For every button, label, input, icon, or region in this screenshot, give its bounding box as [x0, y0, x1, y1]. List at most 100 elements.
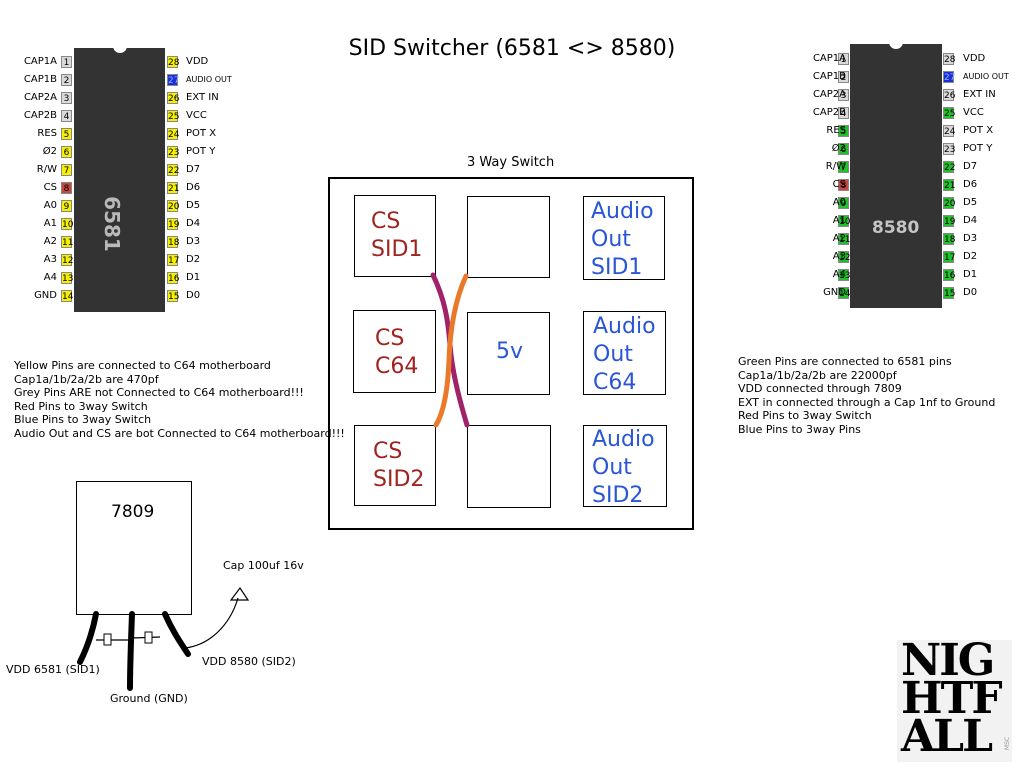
pin-17: 17	[943, 251, 956, 263]
chip-label: 8580	[872, 218, 920, 238]
pin-label: VCC	[186, 110, 207, 121]
pin-label: D5	[963, 197, 978, 208]
pin-label: D5	[186, 200, 201, 211]
pin-label: D4	[186, 218, 201, 229]
pin-24: 24	[943, 125, 956, 137]
pin-label: CAP1A	[23, 56, 57, 67]
pin-label: CAP2B	[812, 107, 846, 118]
pin-label: R/W	[825, 161, 846, 172]
pin-14: 14	[838, 287, 851, 299]
pin-28: 28	[943, 53, 956, 65]
pin-5: 5	[61, 128, 72, 140]
pin-label: D1	[963, 269, 978, 280]
switch-cell-audio-c64: Audio Out C64	[583, 311, 666, 395]
logo-tag: MSC	[1004, 736, 1012, 751]
wire-orange	[433, 273, 469, 428]
pin-18: 18	[943, 233, 956, 245]
notes-left: Yellow Pins are connected to C64 motherb…	[14, 359, 345, 440]
pin-13: 13	[838, 269, 851, 281]
note-line: Blue Pins to 3way Pins	[738, 422, 861, 436]
pin-label: A3	[43, 254, 57, 265]
pin-7: 7	[61, 164, 72, 176]
note-line: Green Pins are connected to 6581 pins	[738, 355, 952, 368]
pin-label: A1	[832, 215, 846, 226]
pin-label: D7	[963, 161, 978, 172]
pin-label: A2	[832, 233, 846, 244]
switch-cell-audio-sid2: Audio Out SID2	[583, 425, 667, 508]
pin-17: 17	[167, 254, 180, 266]
leg-left	[77, 611, 99, 665]
pin-label: VCC	[963, 107, 984, 118]
pin-1: 1	[838, 53, 849, 65]
note-line: Red Pins to 3way Switch	[14, 399, 148, 413]
pin-6: 6	[838, 143, 849, 155]
pin-label: A0	[43, 200, 57, 211]
pin-label: GND	[823, 287, 846, 298]
cap-left	[103, 633, 112, 646]
switch-cell-cs-c64: CS C64	[353, 310, 436, 393]
pin-label: VDD	[963, 53, 986, 64]
switch-cell-5v: 5v	[467, 312, 550, 395]
switch-title: 3 Way Switch	[467, 155, 555, 170]
nightfall-logo: NIG HTF ALL MSC	[897, 639, 1012, 762]
pin-label: D0	[963, 287, 978, 298]
pin-26: 26	[943, 89, 956, 101]
note-line: Yellow Pins are connected to C64 motherb…	[14, 359, 271, 372]
pin-label: D6	[186, 182, 201, 193]
leg-middle	[127, 611, 135, 691]
pin-label: D7	[186, 164, 201, 175]
pin-27: 27	[167, 74, 180, 86]
pin-label: EXT IN	[186, 92, 219, 103]
ground-label: Ground (GND)	[110, 692, 188, 705]
chip-body	[850, 44, 942, 308]
pin-label: POT Y	[963, 143, 993, 154]
pin-19: 19	[943, 215, 956, 227]
note-line: Audio Out and CS are bot Connected to C6…	[14, 426, 345, 440]
switch-label: 5v	[496, 339, 524, 364]
pin-6: 6	[61, 146, 72, 158]
switch-cell-audio-sid1: Audio Out SID1	[583, 196, 665, 280]
pin-label: CAP2A	[812, 89, 846, 100]
pin-label: Ø2	[42, 146, 57, 157]
pin-9: 9	[61, 200, 72, 212]
pin-label: CS	[832, 179, 846, 190]
pin-label: AUDIO OUT	[186, 75, 232, 84]
note-line: Grey Pins ARE not Connected to C64 mothe…	[14, 386, 304, 399]
switch-cell-cs-sid2: CS SID2	[354, 425, 436, 506]
pin-7: 7	[838, 161, 849, 173]
regulator-legs	[77, 586, 250, 691]
pin-23: 23	[943, 143, 956, 155]
pin-15: 15	[943, 287, 956, 299]
pin-16: 16	[167, 272, 180, 284]
pin-22: 22	[167, 164, 180, 176]
pin-13: 13	[61, 272, 74, 284]
pin-4: 4	[838, 107, 849, 119]
pin-label: A1	[43, 218, 57, 229]
pin-label: A0	[832, 197, 846, 208]
switch-label: Audio Out SID1	[591, 199, 654, 280]
pin-12: 12	[838, 251, 851, 263]
pin-9: 9	[838, 197, 849, 209]
pin-label: POT Y	[186, 146, 216, 157]
switch-cell-bottom-middle	[467, 425, 551, 508]
pin-label: RES	[826, 125, 846, 136]
note-line: VDD connected through 7809	[738, 382, 902, 395]
pin-19: 19	[167, 218, 180, 230]
chip-notch	[889, 40, 903, 49]
pin-label: AUDIO OUT	[963, 72, 1009, 81]
pin-label: RES	[37, 128, 57, 139]
switch-cell-top-middle	[467, 196, 550, 278]
pin-label: Ø2	[831, 143, 846, 154]
pin-label: CAP1A	[812, 53, 846, 64]
pin-26: 26	[167, 92, 180, 104]
cap-arrow	[184, 586, 250, 649]
note-line: Cap1a/1b/2a/2b are 470pf	[14, 372, 159, 386]
pin-label: D2	[963, 251, 978, 262]
regulator-label: 7809	[111, 502, 155, 522]
pin-27: 27	[943, 71, 956, 83]
pin-12: 12	[61, 254, 74, 266]
pin-2: 2	[61, 74, 72, 86]
